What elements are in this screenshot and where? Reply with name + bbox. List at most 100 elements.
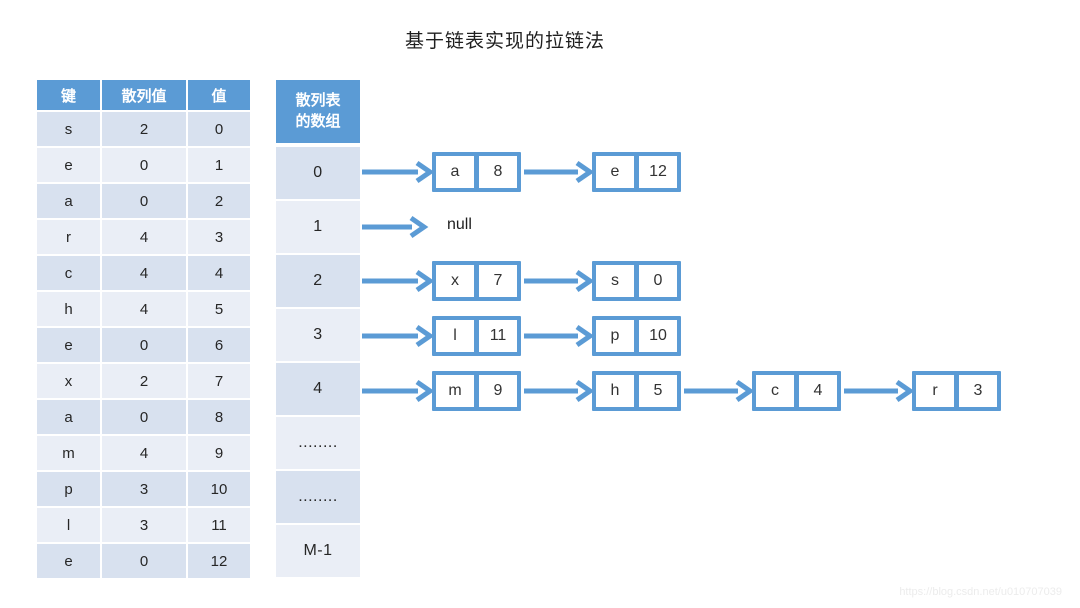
key-cell: x: [37, 364, 100, 398]
page-title: 基于链表实现的拉链法: [404, 31, 605, 52]
value-cell: 2: [188, 184, 250, 218]
node-key: l: [436, 320, 474, 352]
value-cell: 7: [188, 364, 250, 398]
chain-node: m 9: [432, 371, 521, 411]
hash-cell: 3: [102, 472, 186, 506]
value-cell: 8: [188, 400, 250, 434]
value-cell: 5: [188, 292, 250, 326]
hash-array-header: 散列表的数组: [276, 80, 360, 143]
key-cell: c: [37, 256, 100, 290]
chain-node: a 8: [432, 152, 521, 192]
arrow: [844, 379, 915, 403]
node-key: h: [596, 375, 634, 407]
bucket-cell-dots: ........: [276, 417, 360, 469]
node-value: 5: [639, 375, 677, 407]
bucket-cell-2: 2: [276, 255, 360, 307]
chain-node: r 3: [912, 371, 1001, 411]
arrow: [524, 324, 595, 348]
table-row: p 3 10: [37, 472, 250, 506]
key-cell: h: [37, 292, 100, 326]
hash-cell: 0: [102, 184, 186, 218]
table-row: e 0 1: [37, 148, 250, 182]
bucket-cell-4: 4: [276, 363, 360, 415]
value-cell: 11: [188, 508, 250, 542]
node-value: 8: [479, 156, 517, 188]
node-value: 7: [479, 265, 517, 297]
node-value: 10: [639, 320, 677, 352]
hash-cell: 0: [102, 544, 186, 578]
chain-node: e 12: [592, 152, 681, 192]
node-key: s: [596, 265, 634, 297]
node-value: 3: [959, 375, 997, 407]
key-cell: m: [37, 436, 100, 470]
value-cell: 9: [188, 436, 250, 470]
hash-cell: 4: [102, 436, 186, 470]
key-cell: a: [37, 184, 100, 218]
hash-cell: 3: [102, 508, 186, 542]
value-cell: 6: [188, 328, 250, 362]
hash-cell: 0: [102, 148, 186, 182]
hash-cell: 4: [102, 220, 186, 254]
hash-cell: 2: [102, 112, 186, 146]
key-hash-value-table: 键 散列值 值 s 2 0 e 0 1 a 0 2 r 4: [37, 80, 250, 580]
node-key: m: [436, 375, 474, 407]
key-cell: e: [37, 544, 100, 578]
key-cell: a: [37, 400, 100, 434]
table-row: e 0 6: [37, 328, 250, 362]
table-row: c 4 4: [37, 256, 250, 290]
table-row: e 0 12: [37, 544, 250, 578]
table-body: s 2 0 e 0 1 a 0 2 r 4 3 c 4 4: [37, 112, 250, 578]
chain-node: l 11: [432, 316, 521, 356]
arrow: [362, 215, 429, 239]
table-row: a 0 2: [37, 184, 250, 218]
table-row: a 0 8: [37, 400, 250, 434]
key-cell: p: [37, 472, 100, 506]
node-key: p: [596, 320, 634, 352]
arrow: [524, 269, 595, 293]
bucket-cell-dots: ........: [276, 471, 360, 523]
null-label: null: [447, 216, 472, 233]
chain-node: c 4: [752, 371, 841, 411]
hash-cell: 4: [102, 292, 186, 326]
key-cell: r: [37, 220, 100, 254]
arrow: [524, 379, 595, 403]
table-row: r 4 3: [37, 220, 250, 254]
hash-cell: 0: [102, 328, 186, 362]
node-key: a: [436, 156, 474, 188]
node-key: c: [756, 375, 794, 407]
table-row: m 4 9: [37, 436, 250, 470]
chain-node: x 7: [432, 261, 521, 301]
table-header-row: 键 散列值 值: [37, 80, 250, 110]
key-cell: e: [37, 148, 100, 182]
node-value: 12: [639, 156, 677, 188]
node-key: e: [596, 156, 634, 188]
node-key: r: [916, 375, 954, 407]
key-cell: s: [37, 112, 100, 146]
column-header-hash: 散列值: [102, 80, 186, 110]
arrow: [362, 269, 435, 293]
value-cell: 0: [188, 112, 250, 146]
value-cell: 12: [188, 544, 250, 578]
bucket-cell-0: 0: [276, 147, 360, 199]
hash-array-cells: 0 1 2 3 4 ........ ........ M-1: [276, 147, 360, 577]
node-value: 0: [639, 265, 677, 297]
node-value: 9: [479, 375, 517, 407]
arrow: [362, 160, 435, 184]
table-row: x 2 7: [37, 364, 250, 398]
value-cell: 10: [188, 472, 250, 506]
chain-node: p 10: [592, 316, 681, 356]
watermark-url: https://blog.csdn.net/u010707039: [899, 586, 1062, 598]
bucket-cell-1: 1: [276, 201, 360, 253]
node-value: 11: [479, 320, 517, 352]
value-cell: 1: [188, 148, 250, 182]
hash-array-column: 散列表的数组 0 1 2 3 4 ........ ........ M-1: [276, 80, 360, 579]
column-header-key: 键: [37, 80, 100, 110]
chain-node: h 5: [592, 371, 681, 411]
key-cell: l: [37, 508, 100, 542]
bucket-cell-m1: M-1: [276, 525, 360, 577]
node-key: x: [436, 265, 474, 297]
node-value: 4: [799, 375, 837, 407]
key-cell: e: [37, 328, 100, 362]
column-header-value: 值: [188, 80, 250, 110]
hash-cell: 2: [102, 364, 186, 398]
